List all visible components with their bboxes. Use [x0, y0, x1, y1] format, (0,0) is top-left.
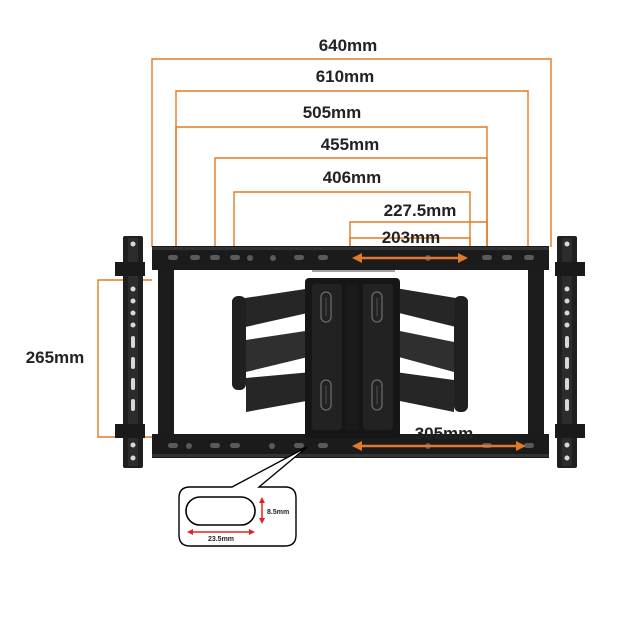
bracket-455 [214, 157, 488, 247]
label-slot-width: 23.5mm [208, 536, 234, 543]
label-505mm: 505mm [303, 103, 362, 122]
arrow-slot-width [187, 529, 255, 535]
label-406mm: 406mm [323, 168, 382, 187]
slot-shape [185, 496, 256, 526]
right-frame-rail [528, 268, 544, 438]
slot-callout: 8.5mm 23.5mm [178, 446, 308, 547]
dimension-brackets [97, 58, 552, 438]
label-610mm: 610mm [316, 67, 375, 86]
left-frame-rail [158, 268, 174, 438]
label-203mm: 203mm [382, 228, 441, 247]
arrow-203-horizontal [352, 253, 468, 263]
label-slot-height: 8.5mm [267, 509, 289, 516]
bracket-227 [349, 221, 488, 247]
label-305mm: 305mm [415, 424, 474, 443]
bracket-203 [349, 237, 471, 247]
top-horizontal-rail [152, 246, 549, 272]
label-640mm: 640mm [319, 36, 378, 55]
arrow-305-horizontal [352, 441, 526, 451]
label-455mm: 455mm [321, 135, 380, 154]
right-vertical-bracket [555, 236, 585, 468]
bracket-640 [151, 58, 552, 247]
arrow-slot-height [259, 497, 265, 524]
articulating-arms [232, 288, 468, 412]
left-vertical-bracket [115, 236, 145, 468]
label-227-5mm: 227.5mm [384, 201, 457, 220]
label-265mm: 265mm [26, 348, 85, 367]
center-wall-plate [305, 278, 400, 438]
bracket-406 [233, 191, 471, 247]
